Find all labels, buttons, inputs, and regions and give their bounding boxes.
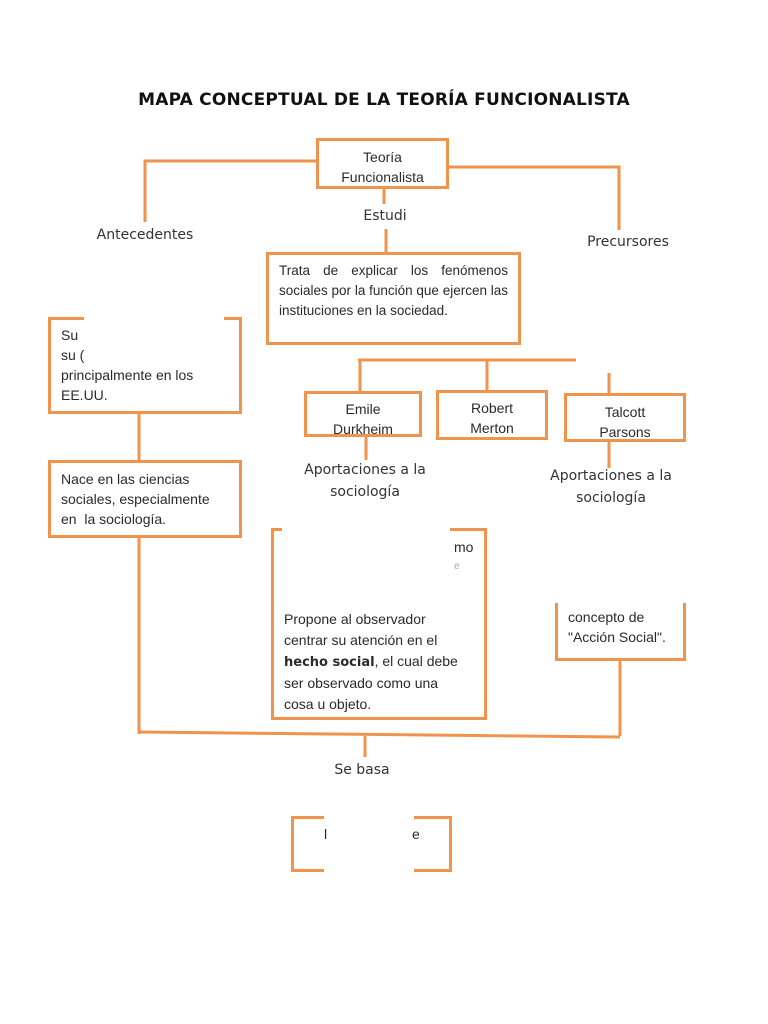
birth-line2: sociales, especialmente xyxy=(61,491,210,507)
bottom-fragment2: e xyxy=(412,826,420,842)
merton-line2: Merton xyxy=(470,420,514,436)
root-node-line1: Teoría xyxy=(363,149,402,165)
durkheim-line2: Durkheim xyxy=(333,421,393,437)
connector-precursores xyxy=(448,165,621,230)
estudia-label: Estudi xyxy=(363,208,407,224)
parsons-line1: Talcott xyxy=(604,404,646,420)
root-node: Teoría Funcionalista xyxy=(316,138,449,189)
parsons-box-occlusion xyxy=(550,578,690,603)
definition-box: Trata de explicar los fenómenos sociales… xyxy=(266,252,521,345)
precursor-durkheim: Emile Durkheim xyxy=(304,391,422,437)
bottom-fragment1: l xyxy=(324,826,328,842)
se-basa-label: Se basa xyxy=(334,762,390,778)
hecho-social-bold: hecho social xyxy=(284,655,375,670)
connector-bottom-bar xyxy=(138,730,621,739)
definition-text: Trata de explicar los fenómenos sociales… xyxy=(279,263,508,318)
origin-line4: EE.UU. xyxy=(61,387,108,403)
durkheim-line1: Emile xyxy=(345,401,381,417)
origin-box-occlusion xyxy=(84,314,224,356)
merton-line1: Robert xyxy=(470,400,514,416)
precursor-merton: Robert Merton xyxy=(436,390,548,440)
bottom-box-occlusion-mid xyxy=(324,840,414,866)
bottom-box-occlusion xyxy=(324,812,414,820)
aportaciones-parsons-line1: Aportaciones a la xyxy=(550,468,672,484)
aportaciones-durkheim-line1: Aportaciones a la xyxy=(304,462,426,478)
parsons-box-line1: concepto de xyxy=(568,609,645,625)
durkheim-fragment1: mo xyxy=(454,539,474,555)
bottom-box-occlusion-text xyxy=(328,820,412,840)
parsons-line2: Parsons xyxy=(599,424,651,440)
origin-line3: principalmente en los xyxy=(61,367,194,383)
durkheim-line2: centrar su atención en el xyxy=(284,632,438,648)
durkheim-line3: hecho social, el cual debe xyxy=(284,651,458,673)
precursores-label: Precursores xyxy=(587,234,669,250)
aportaciones-parsons: Aportaciones a la sociología xyxy=(536,465,686,509)
page-title: MAPA CONCEPTUAL DE LA TEORÍA FUNCIONALIS… xyxy=(138,90,630,110)
durkheim-line4: ser observado como una xyxy=(284,675,439,691)
birth-line3: en la sociología. xyxy=(61,511,167,527)
parsons-box-line2: "Acción Social". xyxy=(568,629,666,645)
origin-line1: Su xyxy=(61,327,79,343)
durkheim-line5: cosa u objeto. xyxy=(284,696,372,712)
connector-antecedentes xyxy=(143,159,317,222)
aportaciones-durkheim: Aportaciones a la sociología xyxy=(290,459,440,503)
durkheim-fragment2: e xyxy=(454,561,460,572)
aportaciones-parsons-line2: sociología xyxy=(576,490,646,506)
birth-line1: Nace en las ciencias xyxy=(61,471,190,487)
durkheim-line1: Propone al observador xyxy=(284,611,426,627)
origin-line2: su ( xyxy=(61,347,85,363)
bottom-box-occlusion-lower xyxy=(324,866,414,876)
root-node-line2: Funcionalista xyxy=(341,169,424,185)
durkheim-line3-rest: , el cual debe xyxy=(374,653,458,669)
precursor-parsons: Talcott Parsons xyxy=(564,393,686,442)
aportaciones-durkheim-line2: sociología xyxy=(330,484,400,500)
durkheim-box-occlusion xyxy=(282,524,450,586)
antecedentes-label: Antecedentes xyxy=(96,227,194,243)
birth-box: Nace en las ciencias sociales, especialm… xyxy=(48,460,242,538)
